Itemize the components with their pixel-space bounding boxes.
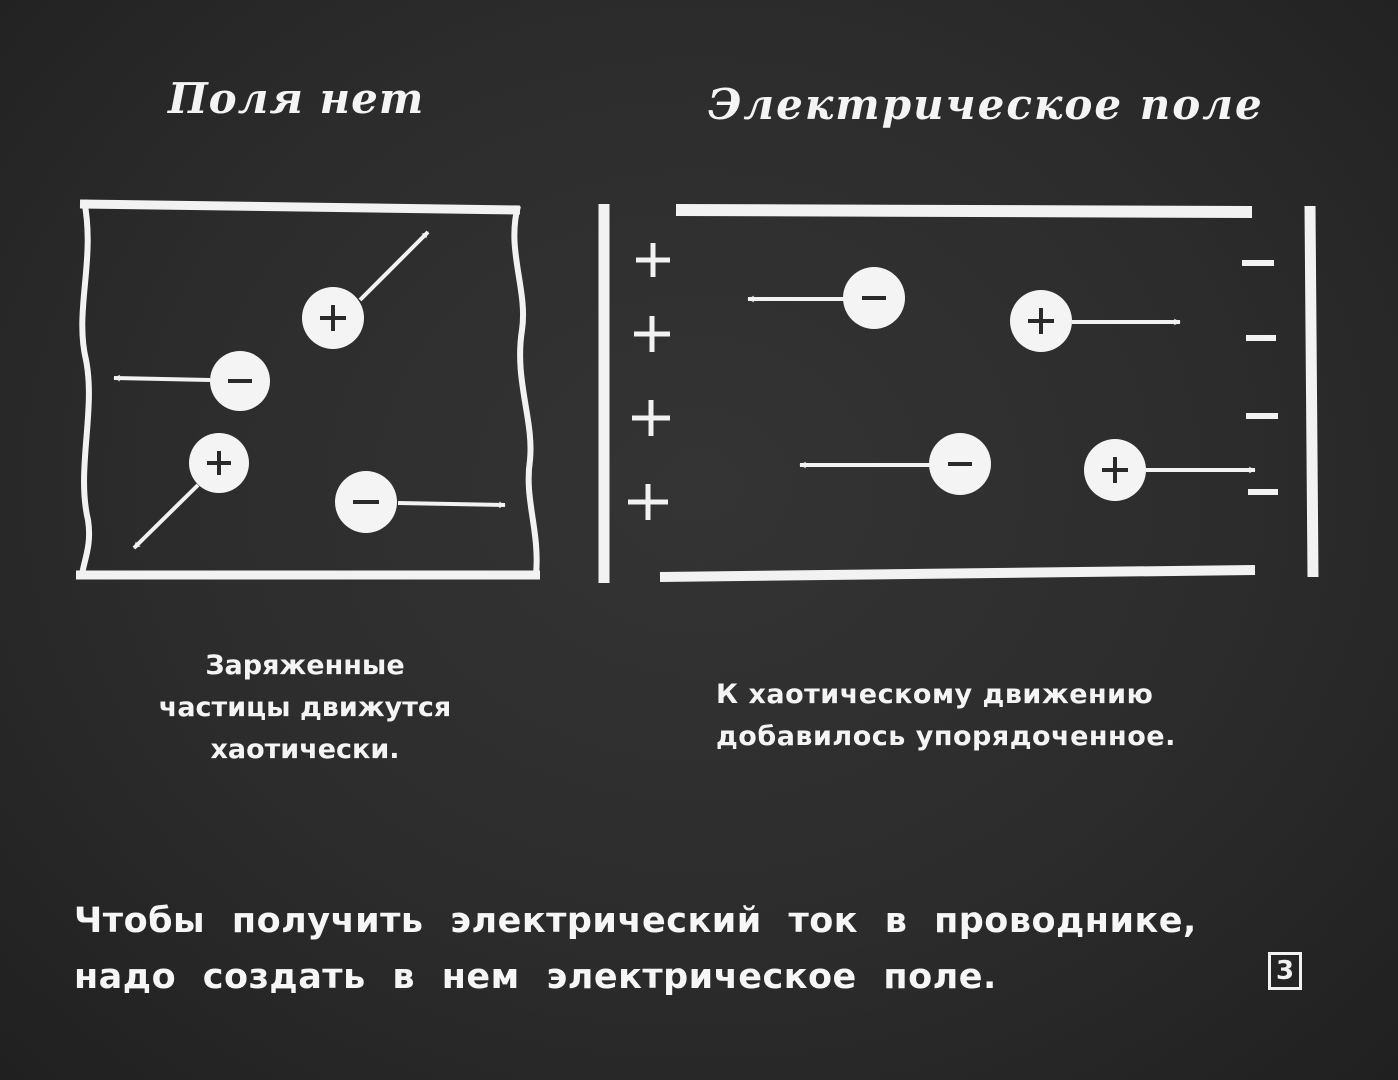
caption-line: частицы движутся bbox=[158, 692, 452, 723]
field-particle-positive-1 bbox=[1010, 290, 1181, 352]
particle-positive-1 bbox=[302, 230, 430, 349]
particle-negative-2 bbox=[335, 471, 506, 533]
caption-line: Заряженные bbox=[205, 650, 405, 681]
conductor-bottom-edge bbox=[659, 565, 1256, 582]
conductor-left-break bbox=[79, 199, 93, 576]
field-particle-negative-2 bbox=[799, 433, 991, 495]
plus-sign-4 bbox=[628, 484, 668, 520]
negative-signs bbox=[1242, 260, 1278, 495]
conductor-no-field bbox=[76, 199, 540, 580]
plus-sign-3 bbox=[632, 400, 670, 436]
particle-negative-1 bbox=[113, 351, 270, 411]
no-field-caption: Заряженные частицы движутся хаотически. bbox=[130, 645, 480, 771]
conclusion-text: Чтобы получить электрический ток в прово… bbox=[74, 893, 1197, 1005]
no-field-heading: Поля нет bbox=[168, 74, 425, 123]
conductor-with-field bbox=[598, 204, 1319, 583]
caption-line: добавилось упорядоченное. bbox=[716, 721, 1176, 752]
electric-field-caption: К хаотическому движению добавилось упоря… bbox=[716, 674, 1176, 758]
page-number-badge: 3 bbox=[1268, 952, 1302, 990]
plus-sign-1 bbox=[636, 243, 670, 277]
conductor-top-edge bbox=[675, 204, 1253, 218]
negative-plate bbox=[1304, 205, 1319, 578]
caption-line: К хаотическому движению bbox=[716, 679, 1154, 710]
field-particle-negative-1 bbox=[747, 267, 905, 329]
conductor-top-edge bbox=[79, 199, 521, 215]
conclusion-line: Чтобы получить электрический ток в прово… bbox=[74, 901, 1197, 941]
positive-signs bbox=[628, 243, 670, 520]
electric-field-heading: Электрическое поле bbox=[708, 80, 1264, 129]
particle-positive-2 bbox=[132, 433, 249, 550]
conclusion-line: надо создать в нем электрическое поле. bbox=[74, 957, 997, 997]
plus-sign-2 bbox=[634, 316, 670, 352]
conductor-right-break bbox=[511, 205, 540, 576]
caption-line: хаотически. bbox=[210, 734, 400, 765]
field-particle-positive-2 bbox=[1084, 439, 1256, 501]
